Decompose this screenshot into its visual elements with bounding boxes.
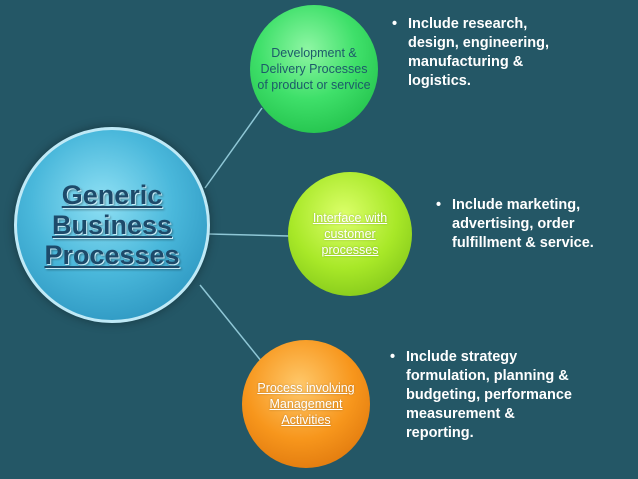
development-bullet-text: Include research, design, engineering, m… [408,16,549,89]
interface-bullet: • Include marketing, advertising, order … [436,196,632,253]
connector-line-interface [208,233,290,237]
development-bullet: • Include research, design, engineering,… [392,15,622,91]
development-delivery-label: Development & Delivery Processes of prod… [257,46,371,92]
bullet-dot: • [390,349,396,365]
management-activities-node: Process involving Management Activities [242,340,370,468]
customer-interface-label: Interface with customer processes [312,211,388,257]
connector-line-management [199,284,263,363]
connector-line-development [204,107,263,189]
main-title: Generic Business Processes [44,180,180,270]
generic-business-processes-circle: Generic Business Processes [14,127,210,323]
customer-interface-node: Interface with customer processes [288,172,412,296]
development-delivery-node: Development & Delivery Processes of prod… [250,5,378,133]
management-bullet-text: Include strategy formulation, planning &… [406,349,572,441]
bullet-dot: • [436,197,442,213]
interface-bullet-text: Include marketing, advertising, order fu… [452,197,594,251]
bullet-dot: • [392,16,398,32]
management-bullet: • Include strategy formulation, planning… [390,348,630,443]
management-activities-label: Process involving Management Activities [257,381,355,427]
